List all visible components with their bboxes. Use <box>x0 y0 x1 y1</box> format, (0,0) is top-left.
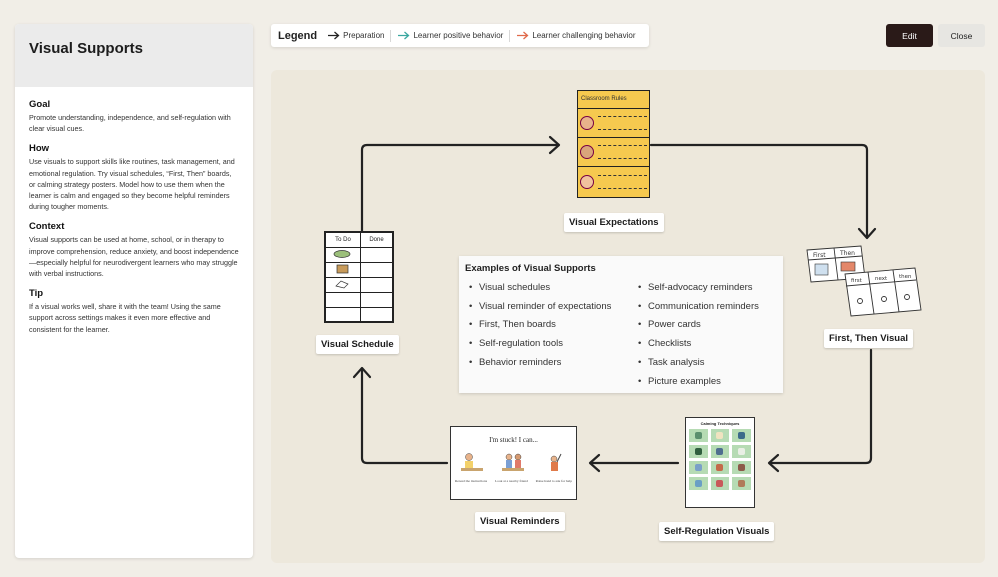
visual-schedule-image: To Do Done <box>324 231 394 323</box>
reminder-caption: Reread the instructions <box>454 479 488 483</box>
close-button[interactable]: Close <box>938 24 985 47</box>
list-item: Communication reminders <box>634 298 759 317</box>
list-item: Task analysis <box>634 354 759 373</box>
node-label-visual-schedule[interactable]: Visual Schedule <box>316 335 399 354</box>
schedule-header-done: Done <box>369 237 384 243</box>
examples-list-left: Visual schedules Visual reminder of expe… <box>465 279 634 391</box>
legend-divider <box>509 29 511 42</box>
calming-techniques-image: Calming Techniques <box>685 417 755 508</box>
node-label-self-regulation-visuals[interactable]: Self-Regulation Visuals <box>659 522 775 541</box>
tip-section: Tip If a visual works well, share it wit… <box>29 288 239 335</box>
rules-title: Classroom Rules <box>578 91 649 109</box>
legend-label: Learner positive behavior <box>413 31 504 40</box>
edit-button[interactable]: Edit <box>886 24 933 47</box>
arrow-reminders-to-schedule <box>360 368 449 465</box>
list-item: Checklists <box>634 335 759 354</box>
list-item: Behavior reminders <box>465 354 634 373</box>
calm-title: Calming Techniques <box>700 421 740 426</box>
first-then-bottom-next: next <box>875 276 888 282</box>
legend-item-positive: Learner positive behavior <box>397 31 503 40</box>
schedule-header-todo: To Do <box>326 233 361 247</box>
legend-title: Legend <box>278 29 318 42</box>
student-reading-icon <box>460 453 483 471</box>
legend: Legend Preparation Learner positive beha… <box>271 24 649 47</box>
arrow-expectations-to-first-then <box>649 143 869 238</box>
section-heading: How <box>29 143 50 155</box>
arrow-first-then-to-self-regulation <box>769 348 873 465</box>
legend-divider <box>390 29 392 42</box>
arrow-schedule-to-expectations <box>360 143 559 234</box>
section-body: If a visual works well, share it with th… <box>29 302 221 334</box>
legend-label: Learner challenging behavior <box>532 31 636 40</box>
list-item: Self-advocacy reminders <box>634 279 759 298</box>
arrow-right-icon <box>398 31 410 40</box>
first-then-bottom-first: first <box>851 278 863 284</box>
list-item: Power cards <box>634 316 759 335</box>
how-section: How Use visuals to support skills like r… <box>29 143 239 212</box>
node-label-first-then-visual[interactable]: First, Then Visual <box>824 329 914 348</box>
section-heading: Context <box>29 221 65 233</box>
first-then-board-image: First Then first next then <box>806 245 922 317</box>
reminder-caption: Look at a nearby friend <box>494 479 528 483</box>
first-then-top-first: First <box>813 252 826 259</box>
reminder-caption: Raise hand to ask for help <box>535 479 573 483</box>
section-body: Promote understanding, independence, and… <box>29 113 231 134</box>
arrow-right-icon <box>517 31 529 40</box>
list-item: Self-regulation tools <box>465 335 634 354</box>
classroom-rules-image: Classroom Rules <box>577 90 650 198</box>
list-item: Visual reminder of expectations <box>465 298 634 317</box>
info-panel: Visual Supports Goal Promote understandi… <box>15 24 253 558</box>
reminder-title: I'm stuck! I can... <box>489 436 538 444</box>
section-body: Visual supports can be used at home, sch… <box>29 235 239 279</box>
section-heading: Goal <box>29 99 51 110</box>
legend-item-challenging: Learner challenging behavior <box>516 31 636 40</box>
section-body: Use visuals to support skills like routi… <box>29 157 235 212</box>
page-title: Visual Supports <box>29 40 143 57</box>
section-heading: Tip <box>29 288 44 300</box>
first-then-top-then: Then <box>839 250 855 257</box>
first-then-bottom-then: then <box>899 274 912 280</box>
examples-list-right: Self-advocacy reminders Communication re… <box>634 279 759 391</box>
students-desk-icon <box>502 453 525 471</box>
arrow-right-icon <box>328 31 340 40</box>
context-section: Context Visual supports can be used at h… <box>29 221 239 279</box>
list-item: Picture examples <box>634 373 759 392</box>
legend-label: Preparation <box>343 31 385 40</box>
legend-item-preparation: Preparation <box>327 31 384 40</box>
examples-title: Examples of Visual Supports <box>465 263 596 274</box>
info-panel-header: Visual Supports <box>15 24 253 87</box>
goal-section: Goal Promote understanding, independence… <box>29 99 239 134</box>
examples-box: Examples of Visual Supports Visual sched… <box>459 256 783 393</box>
list-item: First, Then boards <box>465 316 634 335</box>
list-item: Visual schedules <box>465 279 634 298</box>
node-label-visual-reminders[interactable]: Visual Reminders <box>475 512 565 531</box>
node-label-visual-expectations[interactable]: Visual Expectations <box>564 213 664 232</box>
visual-reminders-image: I'm stuck! I can... Reread the instructi… <box>450 426 577 500</box>
student-raising-hand-icon <box>550 453 562 471</box>
